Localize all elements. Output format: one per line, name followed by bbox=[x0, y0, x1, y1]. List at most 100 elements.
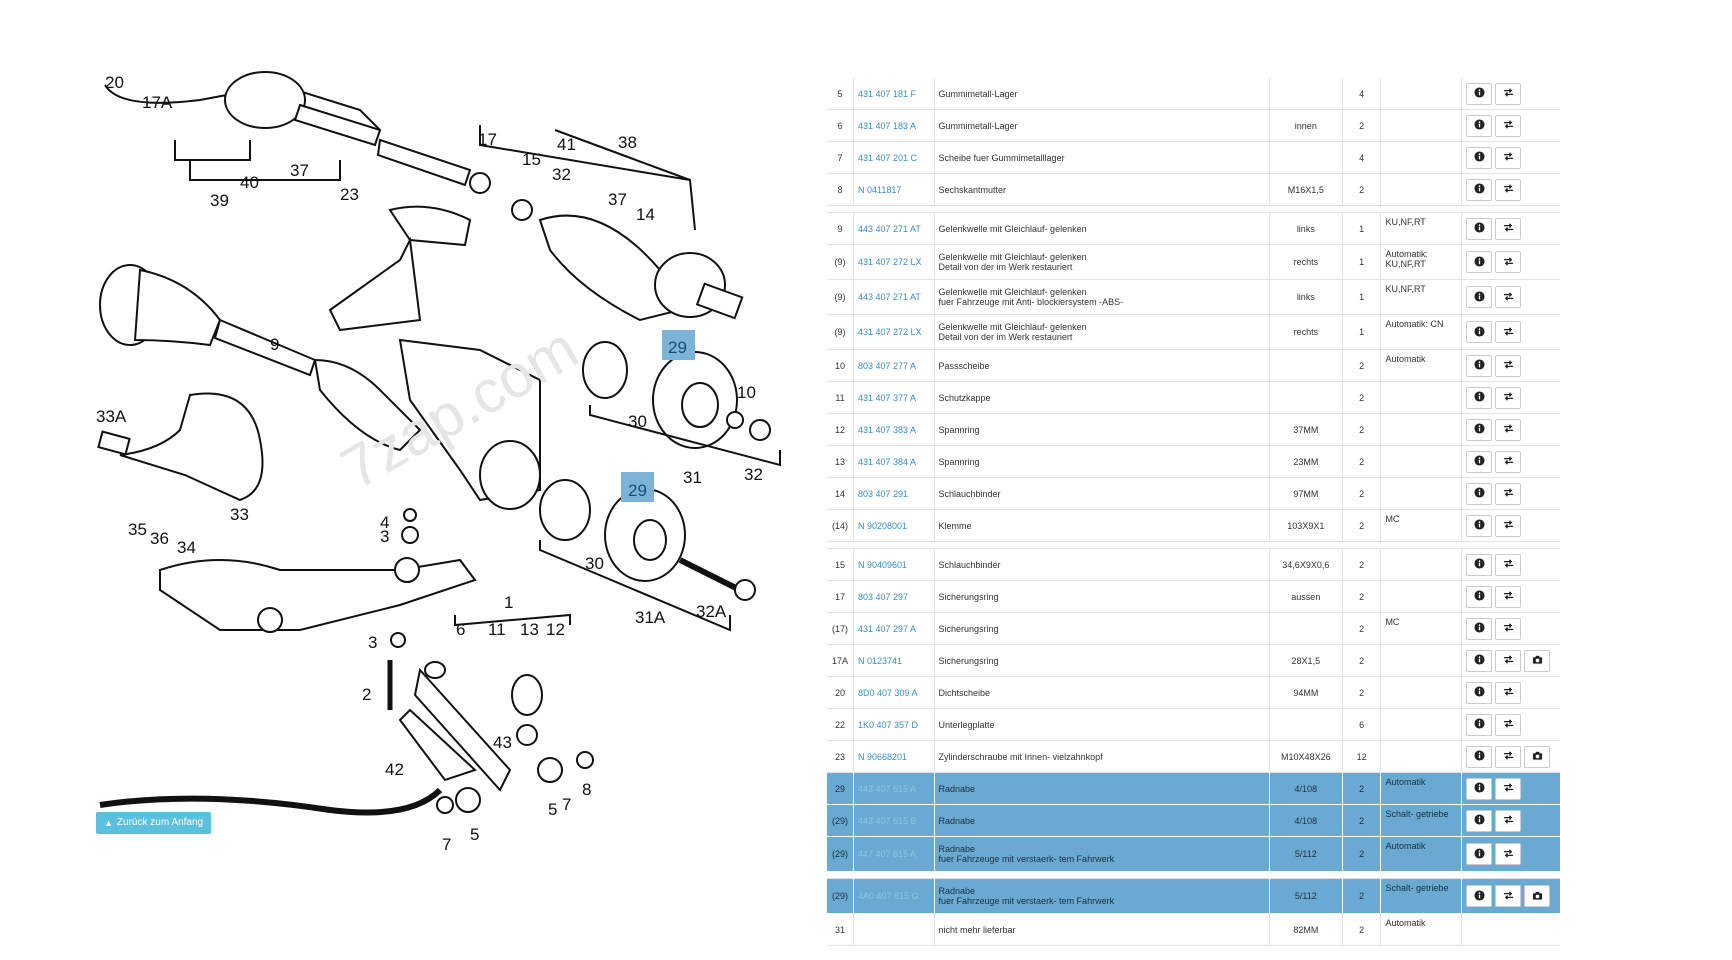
replacement-button[interactable] bbox=[1495, 114, 1522, 137]
callout-17[interactable]: 17 bbox=[478, 130, 497, 149]
callout-5[interactable]: 5 bbox=[548, 800, 557, 819]
part-number-link[interactable]: 8D0 407 309 A bbox=[852, 676, 935, 709]
info-button[interactable] bbox=[1466, 482, 1493, 505]
part-number-link[interactable]: 431 407 181 F bbox=[852, 78, 935, 110]
info-button[interactable] bbox=[1466, 681, 1493, 704]
part-number-link[interactable]: 443 407 271 AT bbox=[852, 212, 935, 245]
info-button[interactable] bbox=[1466, 885, 1493, 907]
replacement-button[interactable] bbox=[1495, 745, 1522, 768]
replacement-button[interactable] bbox=[1495, 843, 1522, 865]
callout-40[interactable]: 40 bbox=[240, 173, 259, 192]
callout-29-lower[interactable]: 29 bbox=[628, 481, 647, 500]
callout-43[interactable]: 43 bbox=[493, 733, 512, 752]
part-number-link[interactable]: 803 407 277 A bbox=[852, 349, 935, 382]
callout-30-upper[interactable]: 30 bbox=[628, 412, 647, 431]
callout-35[interactable]: 35 bbox=[128, 520, 147, 539]
replacement-button[interactable] bbox=[1495, 354, 1522, 377]
part-number-link[interactable]: 431 407 201 C bbox=[852, 141, 935, 174]
callout-20[interactable]: 20 bbox=[105, 73, 124, 92]
replacement-button[interactable] bbox=[1495, 251, 1522, 273]
callout-32a[interactable]: 32A bbox=[696, 602, 727, 621]
callout-6[interactable]: 6 bbox=[456, 620, 465, 639]
info-button[interactable] bbox=[1466, 418, 1493, 441]
info-button[interactable] bbox=[1466, 585, 1493, 608]
part-number-link[interactable]: 431 407 272 LX bbox=[852, 314, 935, 350]
part-number-link[interactable]: N 90409601 bbox=[852, 548, 935, 581]
info-button[interactable] bbox=[1466, 251, 1493, 273]
callout-37-right[interactable]: 37 bbox=[608, 190, 627, 209]
part-number-link[interactable]: N 0411817 bbox=[852, 173, 935, 206]
info-button[interactable] bbox=[1466, 178, 1493, 201]
callout-37[interactable]: 37 bbox=[290, 161, 309, 180]
replacement-button[interactable] bbox=[1495, 82, 1522, 105]
highlight-29-lower[interactable] bbox=[621, 472, 654, 502]
info-button[interactable] bbox=[1466, 386, 1493, 409]
replacement-button[interactable] bbox=[1495, 885, 1522, 907]
part-number-link[interactable]: 1K0 407 357 D bbox=[852, 708, 935, 741]
callout-23[interactable]: 23 bbox=[340, 185, 359, 204]
replacement-button[interactable] bbox=[1495, 713, 1522, 736]
callout-38[interactable]: 38 bbox=[618, 133, 637, 152]
replacement-button[interactable] bbox=[1495, 777, 1522, 800]
callout-7[interactable]: 7 bbox=[562, 795, 571, 814]
callout-2[interactable]: 2 bbox=[362, 685, 371, 704]
part-number-link[interactable]: 431 407 384 A bbox=[852, 445, 935, 478]
replacement-button[interactable] bbox=[1495, 418, 1522, 441]
callout-34[interactable]: 34 bbox=[177, 538, 196, 557]
callout-39[interactable]: 39 bbox=[210, 191, 229, 210]
callout-11[interactable]: 11 bbox=[488, 620, 506, 639]
replacement-button[interactable] bbox=[1495, 617, 1522, 640]
info-button[interactable] bbox=[1466, 745, 1493, 768]
callout-33[interactable]: 33 bbox=[230, 505, 249, 524]
callout-7-lower[interactable]: 7 bbox=[442, 835, 451, 854]
part-number-link[interactable]: 803 407 291 bbox=[852, 477, 935, 510]
callout-15[interactable]: 15 bbox=[522, 150, 541, 169]
info-button[interactable] bbox=[1466, 354, 1493, 377]
replacement-button[interactable] bbox=[1495, 450, 1522, 473]
back-to-top-button[interactable]: ▲ Zurück zum Anfang bbox=[96, 812, 212, 834]
replacement-button[interactable] bbox=[1495, 649, 1522, 672]
info-button[interactable] bbox=[1466, 146, 1493, 169]
replacement-button[interactable] bbox=[1495, 514, 1522, 537]
replacement-button[interactable] bbox=[1495, 286, 1522, 308]
replacement-button[interactable] bbox=[1495, 178, 1522, 201]
info-button[interactable] bbox=[1466, 843, 1493, 865]
replacement-button[interactable] bbox=[1495, 681, 1522, 704]
info-button[interactable] bbox=[1466, 809, 1493, 832]
replacement-button[interactable] bbox=[1495, 386, 1522, 409]
part-number-link[interactable]: 431 407 183 A bbox=[852, 109, 935, 142]
info-button[interactable] bbox=[1466, 617, 1493, 640]
info-button[interactable] bbox=[1466, 450, 1493, 473]
info-button[interactable] bbox=[1466, 217, 1493, 240]
callout-32[interactable]: 32 bbox=[744, 465, 763, 484]
callout-3-upper[interactable]: 3 bbox=[380, 527, 389, 546]
callout-1[interactable]: 1 bbox=[504, 593, 513, 612]
replacement-button[interactable] bbox=[1495, 553, 1522, 576]
part-number-link[interactable]: N 0123741 bbox=[852, 644, 935, 677]
replacement-button[interactable] bbox=[1495, 217, 1522, 240]
part-number-link[interactable]: 443 407 615 B bbox=[852, 804, 935, 837]
info-button[interactable] bbox=[1466, 286, 1493, 308]
part-number-link[interactable]: 431 407 383 A bbox=[852, 413, 935, 446]
part-number-link[interactable]: 443 407 615 A bbox=[852, 772, 935, 805]
info-button[interactable] bbox=[1466, 514, 1493, 537]
